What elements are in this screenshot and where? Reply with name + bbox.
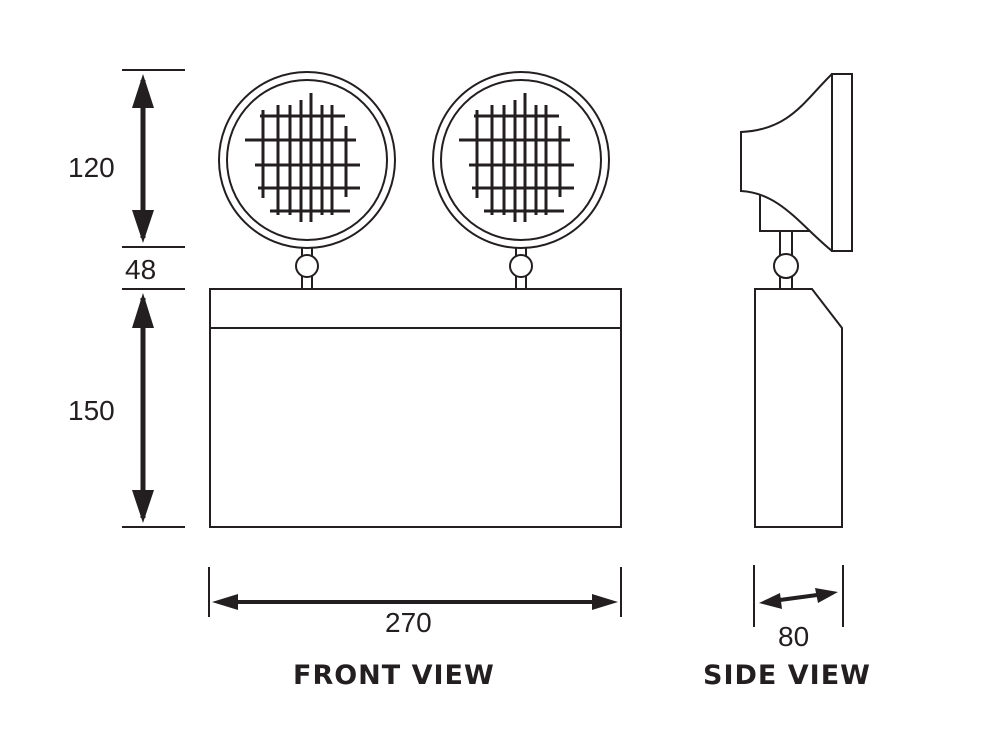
joint-height-label: 48 [125, 254, 157, 285]
width-dimension [208, 567, 622, 617]
side-view-title: SIDE VIEW [703, 660, 871, 691]
front-view-title: FRONT VIEW [293, 660, 495, 691]
left-lamp-head [218, 71, 396, 289]
body-height-label: 150 [68, 395, 115, 426]
height-dimension-lines [122, 69, 185, 528]
depth-label: 80 [778, 621, 810, 652]
depth-dimension [753, 565, 844, 627]
width-label: 270 [385, 607, 432, 638]
side-view [740, 73, 853, 528]
right-lamp-head [432, 71, 610, 289]
front-view [209, 71, 622, 528]
head-height-label: 120 [68, 152, 115, 183]
